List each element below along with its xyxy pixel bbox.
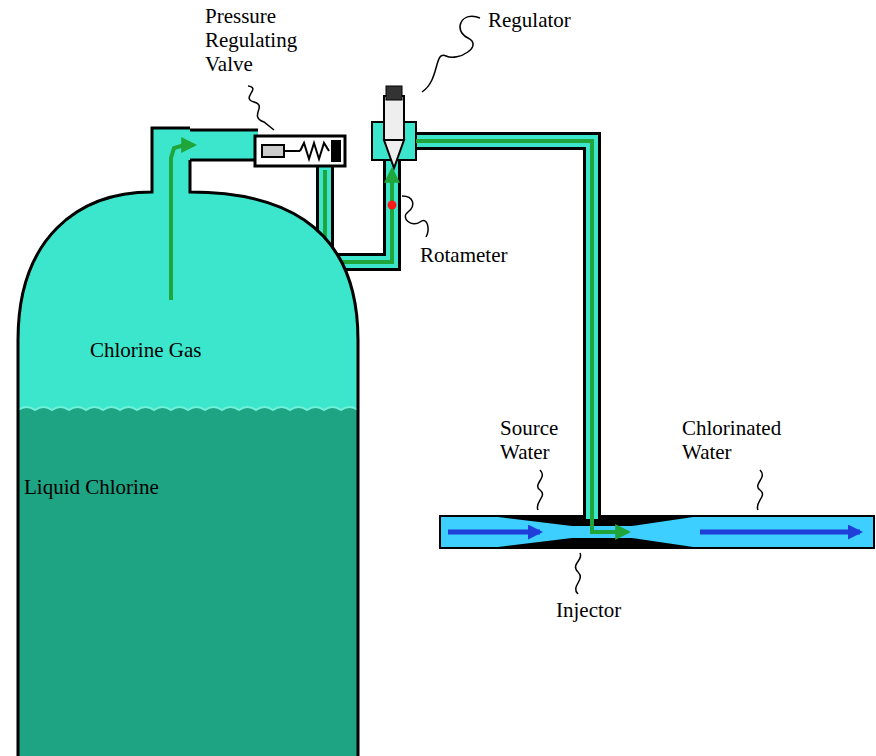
part-label: Injector bbox=[556, 598, 621, 622]
gas-pipe bbox=[188, 130, 258, 160]
leader-line bbox=[422, 16, 480, 92]
gas-pipe bbox=[412, 141, 592, 519]
leader-line bbox=[575, 553, 580, 594]
leader-line bbox=[537, 470, 542, 510]
cylinder-outline bbox=[18, 128, 358, 756]
liquid-surface bbox=[18, 407, 358, 410]
cylinder-label: Liquid Chlorine bbox=[24, 475, 159, 499]
valve-piston bbox=[262, 145, 284, 157]
chlorine-cylinder: Chlorine GasLiquid Chlorine bbox=[18, 128, 360, 756]
valve-seat bbox=[331, 140, 341, 162]
regulator-needle bbox=[384, 140, 404, 168]
water-flow-arrow bbox=[700, 530, 860, 535]
valve-spring bbox=[300, 143, 329, 159]
part-label: Chlorinated Water bbox=[682, 416, 807, 464]
water-flow-arrow bbox=[448, 530, 540, 535]
valve-body bbox=[255, 136, 345, 166]
part-label: Regulator bbox=[488, 8, 571, 32]
part-label: Source Water bbox=[500, 416, 585, 464]
leader-line bbox=[757, 470, 762, 510]
cylinder-liquid bbox=[18, 407, 358, 756]
leader-line bbox=[402, 196, 428, 237]
part-label: Rotameter bbox=[420, 243, 507, 267]
regulator-body bbox=[384, 96, 404, 140]
gas-flow-arrow bbox=[171, 145, 194, 300]
leader-line bbox=[248, 86, 274, 130]
part-label: Pressure Regulating Valve bbox=[205, 4, 310, 76]
gas-pipe-wall bbox=[188, 130, 258, 160]
valve-rod bbox=[284, 150, 300, 152]
cylinder-shape bbox=[18, 128, 360, 756]
venturi-wall bbox=[490, 538, 700, 548]
cylinder-label: Chlorine Gas bbox=[90, 338, 201, 362]
rotameter-float bbox=[388, 201, 397, 210]
water-pipe bbox=[440, 516, 874, 548]
gas-flow-arrow bbox=[416, 141, 628, 532]
regulator-knob bbox=[386, 86, 402, 100]
gas-pipe-wall bbox=[412, 141, 592, 518]
